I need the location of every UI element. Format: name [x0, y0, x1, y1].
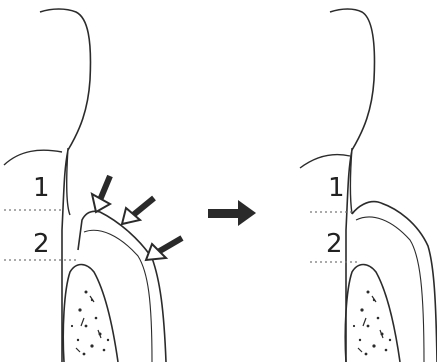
zone-label-1-before: 1 [33, 173, 50, 203]
bone-outline-before [63, 265, 118, 362]
panel-before: 1 2 [4, 9, 182, 362]
gingiva-flap-before [78, 211, 166, 362]
bone-mark-before [76, 296, 101, 352]
bone-mark-after [358, 296, 383, 352]
root-surface-before [67, 148, 70, 215]
root-surface-after [351, 148, 353, 214]
gingiva-inner-before [84, 230, 152, 362]
bone-outline-after [345, 265, 400, 362]
arrow-1-icon [92, 176, 110, 212]
bone-trabeculae-after [353, 291, 391, 356]
zone-label-2-before: 2 [33, 229, 50, 259]
bone-trabeculae-before [71, 291, 109, 356]
lip-outline-after [300, 155, 350, 169]
zone-label-1-after: 1 [328, 173, 345, 203]
arrow-3-icon [146, 238, 182, 260]
arrow-2-icon [122, 198, 154, 224]
zone-label-2-after: 2 [326, 229, 343, 259]
panel-after: 1 2 [300, 9, 437, 362]
lip-outline-before [4, 150, 62, 165]
transition-arrow-icon [208, 200, 256, 226]
